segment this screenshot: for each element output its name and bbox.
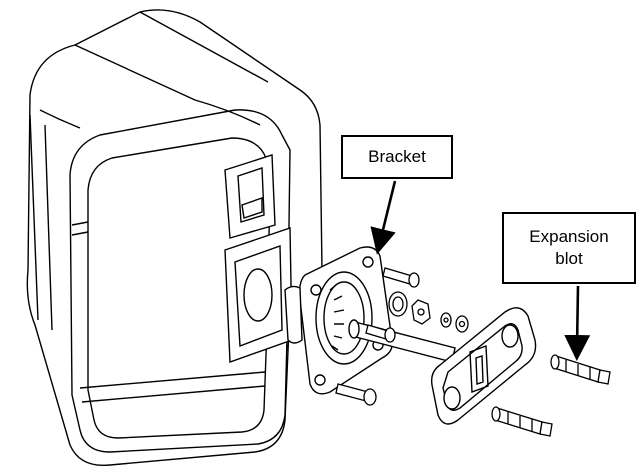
device-housing	[26, 9, 323, 467]
handle-recess	[224, 154, 276, 239]
expansion-label-line2: blot	[555, 249, 583, 268]
expansion-arrow	[564, 285, 591, 361]
wall-plate	[430, 307, 537, 425]
bracket-flange	[284, 246, 393, 395]
screws	[335, 267, 420, 406]
bracket-label: Bracket	[368, 147, 426, 166]
bracket-arrow	[370, 180, 397, 255]
expansion-label-line1: Expansion	[529, 227, 609, 246]
expansion-bolt-callout: Expansion blot	[502, 212, 636, 284]
bracket-callout: Bracket	[341, 135, 453, 179]
nut-and-washers	[388, 291, 469, 333]
face-window	[224, 227, 293, 363]
expansion-bolts	[491, 354, 611, 437]
